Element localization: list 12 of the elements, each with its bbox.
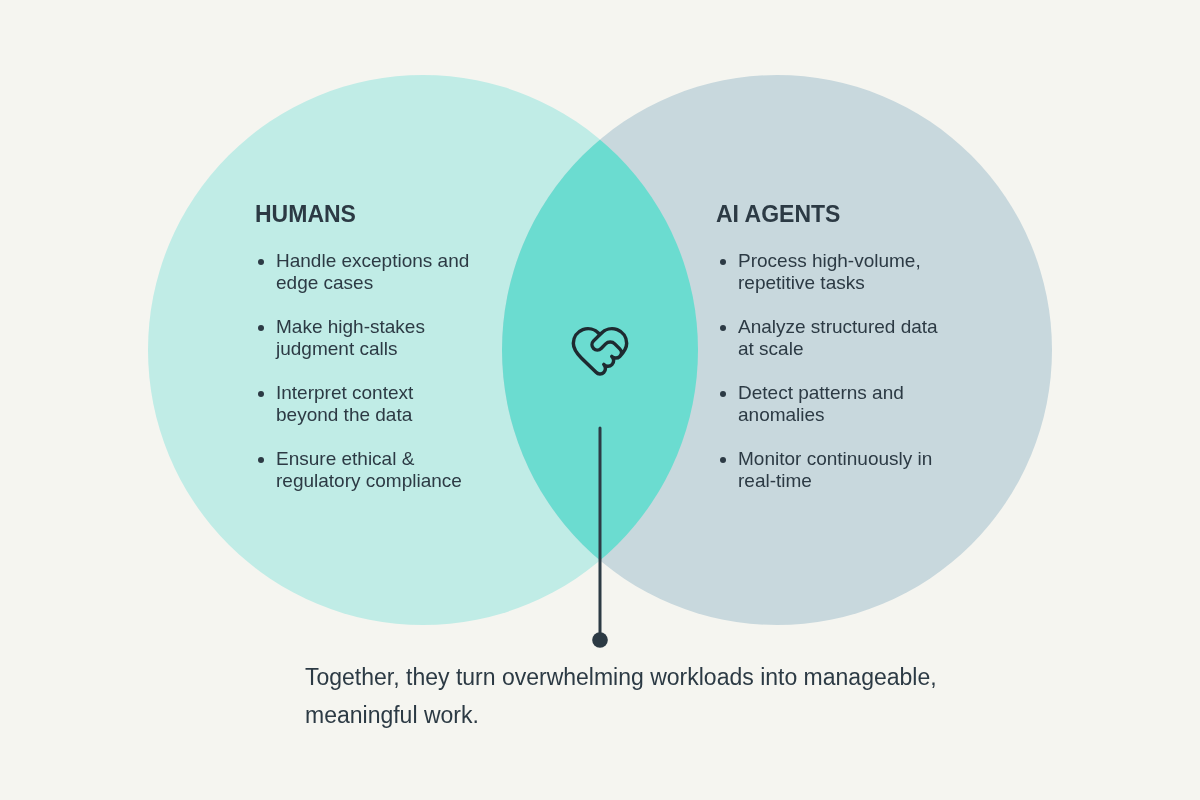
circle-heading: HUMANS <box>255 200 356 229</box>
leader-line <box>592 426 608 648</box>
bullet-text: Ensure ethical & regulatory compliance <box>276 448 463 492</box>
bullet-text: Make high-stakes judgment calls <box>276 316 426 360</box>
bullet-text: Handle exceptions and edge cases <box>276 250 471 294</box>
circle-heading: AI AGENTS <box>716 200 841 229</box>
bullet-text: Interpret context beyond the data <box>276 382 415 426</box>
bullet-text: Process high-volume, repetitive tasks <box>738 250 922 294</box>
bullet-text: Detect patterns and anomalies <box>738 382 905 426</box>
bullet-text: Monitor continuously in real-time <box>738 448 934 492</box>
bullet-text: Analyze structured data at scale <box>738 316 939 360</box>
caption-text: Together, they turn overwhelming workloads into manageable, meaningful work. <box>305 663 938 730</box>
